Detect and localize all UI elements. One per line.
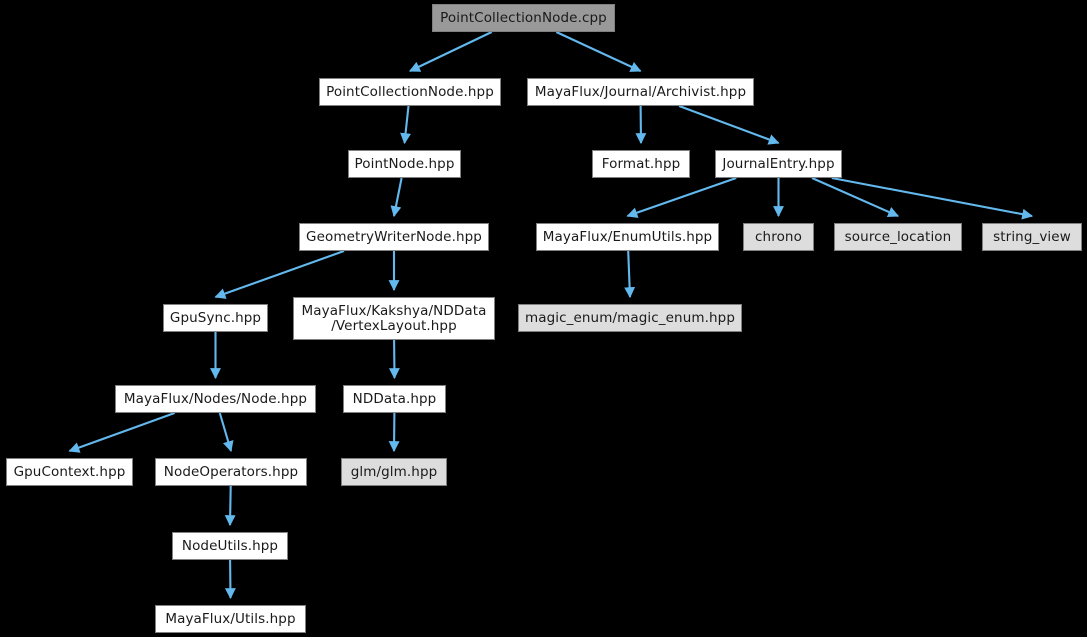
graph-node-enumutils[interactable]: MayaFlux/EnumUtils.hpp xyxy=(536,223,719,251)
graph-node-glm[interactable]: glm/glm.hpp xyxy=(341,458,447,486)
edge-journalentry-to-enumutils xyxy=(626,177,737,218)
edge-journalentry-to-string_view xyxy=(831,176,1034,220)
graph-node-nodeutils[interactable]: NodeUtils.hpp xyxy=(172,532,288,560)
graph-node-format[interactable]: Format.hpp xyxy=(592,150,690,178)
edge-root-to-archivist xyxy=(555,31,642,72)
graph-node-mfutils[interactable]: MayaFlux/Utils.hpp xyxy=(155,605,306,633)
graph-node-magicenum[interactable]: magic_enum/magic_enum.hpp xyxy=(518,304,742,332)
graph-node-geomwriter[interactable]: GeometryWriterNode.hpp xyxy=(299,223,489,251)
graph-node-nodehpp[interactable]: MayaFlux/Nodes/Node.hpp xyxy=(115,385,316,413)
graph-node-pcn_hpp[interactable]: PointCollectionNode.hpp xyxy=(319,78,501,106)
edge-nodehpp-to-nodeoperators xyxy=(218,412,234,453)
graph-node-gpusync[interactable]: GpuSync.hpp xyxy=(163,304,268,332)
edge-pointnode-to-geomwriter xyxy=(390,177,403,218)
edge-pcn_hpp-to-pointnode xyxy=(400,105,411,145)
edge-nodehpp-to-gpucontext xyxy=(68,412,175,453)
edge-archivist-to-journalentry xyxy=(678,105,780,145)
graph-node-nodeoperators[interactable]: NodeOperators.hpp xyxy=(155,458,307,486)
edge-nodeoperators-to-nodeutils xyxy=(224,485,236,527)
graph-node-root[interactable]: PointCollectionNode.cpp xyxy=(432,4,615,32)
edge-journalentry-to-source_loc xyxy=(811,177,899,218)
edge-root-to-pcn_hpp xyxy=(409,31,493,72)
graph-node-string_view[interactable]: string_view xyxy=(982,223,1082,251)
graph-node-nddata[interactable]: NDData.hpp xyxy=(343,385,446,413)
graph-node-chrono[interactable]: chrono xyxy=(743,223,814,251)
edge-geomwriter-to-gpusync xyxy=(214,250,345,299)
graph-node-gpucontext[interactable]: GpuContext.hpp xyxy=(6,458,133,486)
graph-node-pointnode[interactable]: PointNode.hpp xyxy=(348,150,461,178)
graph-node-journalentry[interactable]: JournalEntry.hpp xyxy=(715,150,842,178)
edge-enumutils-to-magicenum xyxy=(624,250,636,299)
graph-node-archivist[interactable]: MayaFlux/Journal/Archivist.hpp xyxy=(527,78,754,106)
graph-node-vertexlayout[interactable]: MayaFlux/Kakshya/NDData /VertexLayout.hp… xyxy=(293,297,495,340)
graph-node-source_loc[interactable]: source_location xyxy=(834,223,962,251)
